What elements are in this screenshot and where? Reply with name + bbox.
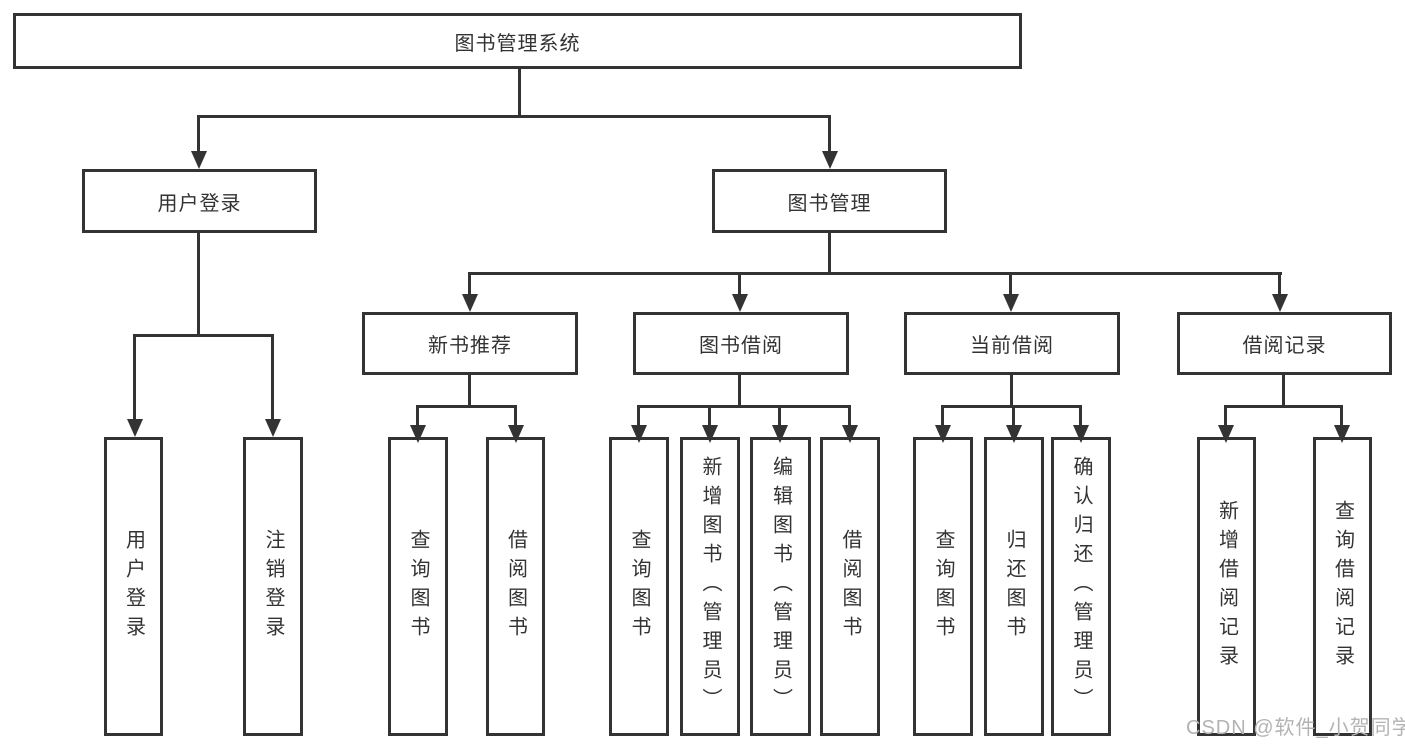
arrow-to-leaf-user-login (126, 334, 143, 437)
arrow-current-return (1005, 405, 1022, 443)
arrow-current-query (934, 405, 951, 443)
connector-current-borrow-split (941, 405, 1082, 408)
arrow-borrow-borrow (841, 405, 858, 443)
connector-borrow-records-trunk (1282, 375, 1285, 406)
arrow-to-leaf-logout (264, 334, 281, 437)
arrow-to-new-book-recommend (461, 272, 478, 312)
arrow-record-add (1217, 405, 1234, 443)
node-current-borrow: 当前借阅 (904, 312, 1120, 375)
watermark: CSDN @软件_小贺同学 (1186, 717, 1405, 739)
arrow-borrow-edit (771, 405, 788, 443)
leaf-query-borrow-record: 查询借阅记录 (1313, 437, 1372, 736)
connector-borrow-records-split (1224, 405, 1343, 408)
leaf-borrow-borrow-books: 借阅图书 (820, 437, 880, 736)
connector-book-borrow-split (637, 405, 851, 408)
connector-root-trunk (518, 69, 521, 116)
node-new-book-recommend: 新书推荐 (362, 312, 578, 375)
connector-user-login-split (133, 334, 274, 337)
leaf-newbook-query-books: 查询图书 (388, 437, 448, 736)
arrow-new-book-borrow (507, 405, 524, 443)
leaf-edit-book-admin: 编辑图书（管理员） (750, 437, 811, 736)
leaf-newbook-borrow-books: 借阅图书 (486, 437, 545, 736)
node-borrow-records: 借阅记录 (1177, 312, 1392, 375)
connector-book-borrow-trunk (738, 375, 741, 406)
arrow-new-book-query (409, 405, 426, 443)
connector-current-borrow-trunk (1010, 375, 1013, 406)
arrow-to-book-borrow (731, 272, 748, 312)
connector-book-management-trunk (828, 233, 831, 273)
node-root: 图书管理系统 (13, 13, 1022, 69)
arrow-to-current-borrow (1002, 272, 1019, 312)
connector-root-split (198, 115, 831, 118)
node-book-borrow: 图书借阅 (633, 312, 849, 375)
connector-user-login-trunk (197, 233, 200, 335)
arrow-record-query (1333, 405, 1350, 443)
arrow-to-borrow-records (1271, 272, 1288, 312)
connector-book-management-split (468, 272, 1282, 275)
leaf-logout: 注销登录 (243, 437, 303, 736)
leaf-return-books: 归还图书 (984, 437, 1044, 736)
leaf-user-login: 用户登录 (104, 437, 163, 736)
leaf-add-borrow-record: 新增借阅记录 (1197, 437, 1256, 736)
node-book-management: 图书管理 (712, 169, 947, 233)
connector-new-book-trunk (468, 375, 471, 406)
connector-new-book-split (416, 405, 517, 408)
arrow-to-book-management (821, 115, 838, 169)
leaf-borrow-query-books: 查询图书 (609, 437, 669, 736)
node-user-login: 用户登录 (82, 169, 317, 233)
arrow-to-user-login (190, 115, 207, 169)
arrow-borrow-query (630, 405, 647, 443)
leaf-add-book-admin: 新增图书（管理员） (680, 437, 740, 736)
leaf-confirm-return-admin: 确认归还（管理员） (1051, 437, 1111, 736)
arrow-borrow-add (701, 405, 718, 443)
leaf-current-query-books: 查询图书 (913, 437, 973, 736)
arrow-current-confirm (1072, 405, 1089, 443)
